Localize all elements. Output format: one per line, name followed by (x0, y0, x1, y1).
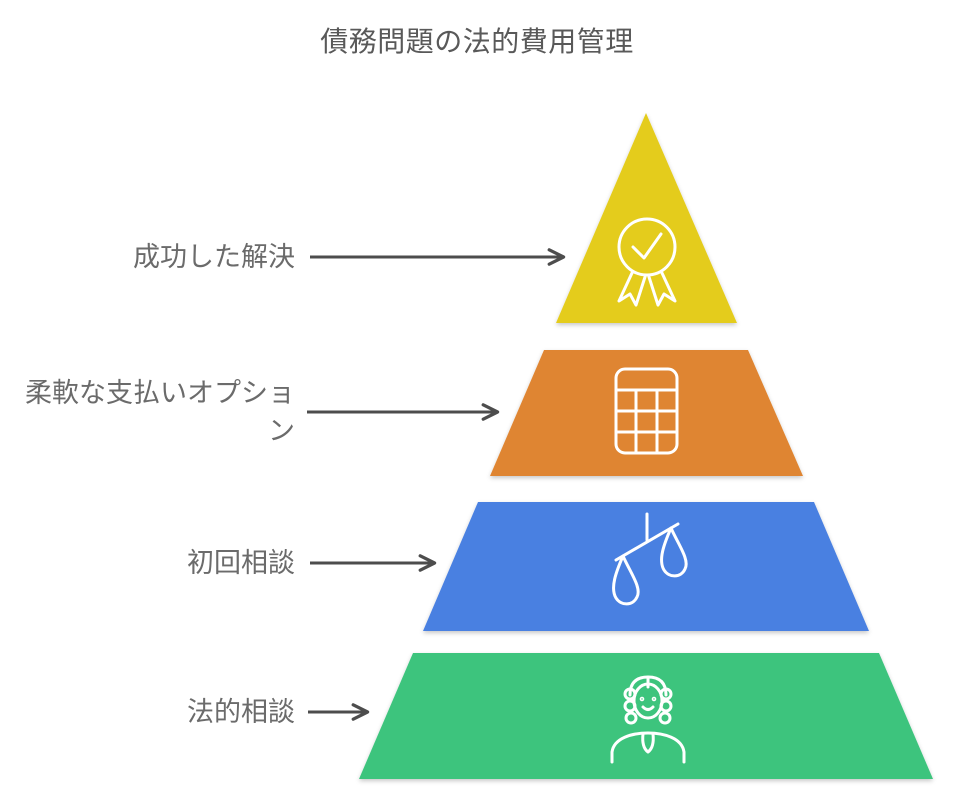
pyramid-level-2-flexible-payment-options (490, 350, 803, 476)
calculator-icon (614, 367, 679, 455)
level-label-legal-consultation: 法的相談 (187, 697, 295, 727)
page-title: 債務問題の法的費用管理 (320, 26, 634, 57)
level-label-successful-resolution: 成功した解決 (133, 242, 295, 272)
award-ribbon-icon (617, 217, 677, 307)
pyramid-level-4-legal-consultation (359, 653, 933, 779)
level-label-flexible-payment-options: 柔軟な支払いオプション (25, 378, 295, 446)
level-label-initial-consultation: 初回相談 (187, 548, 295, 578)
pyramid-level-3-initial-consultation (423, 502, 869, 631)
scales-of-justice-icon (612, 512, 688, 606)
judge-icon (610, 675, 686, 764)
